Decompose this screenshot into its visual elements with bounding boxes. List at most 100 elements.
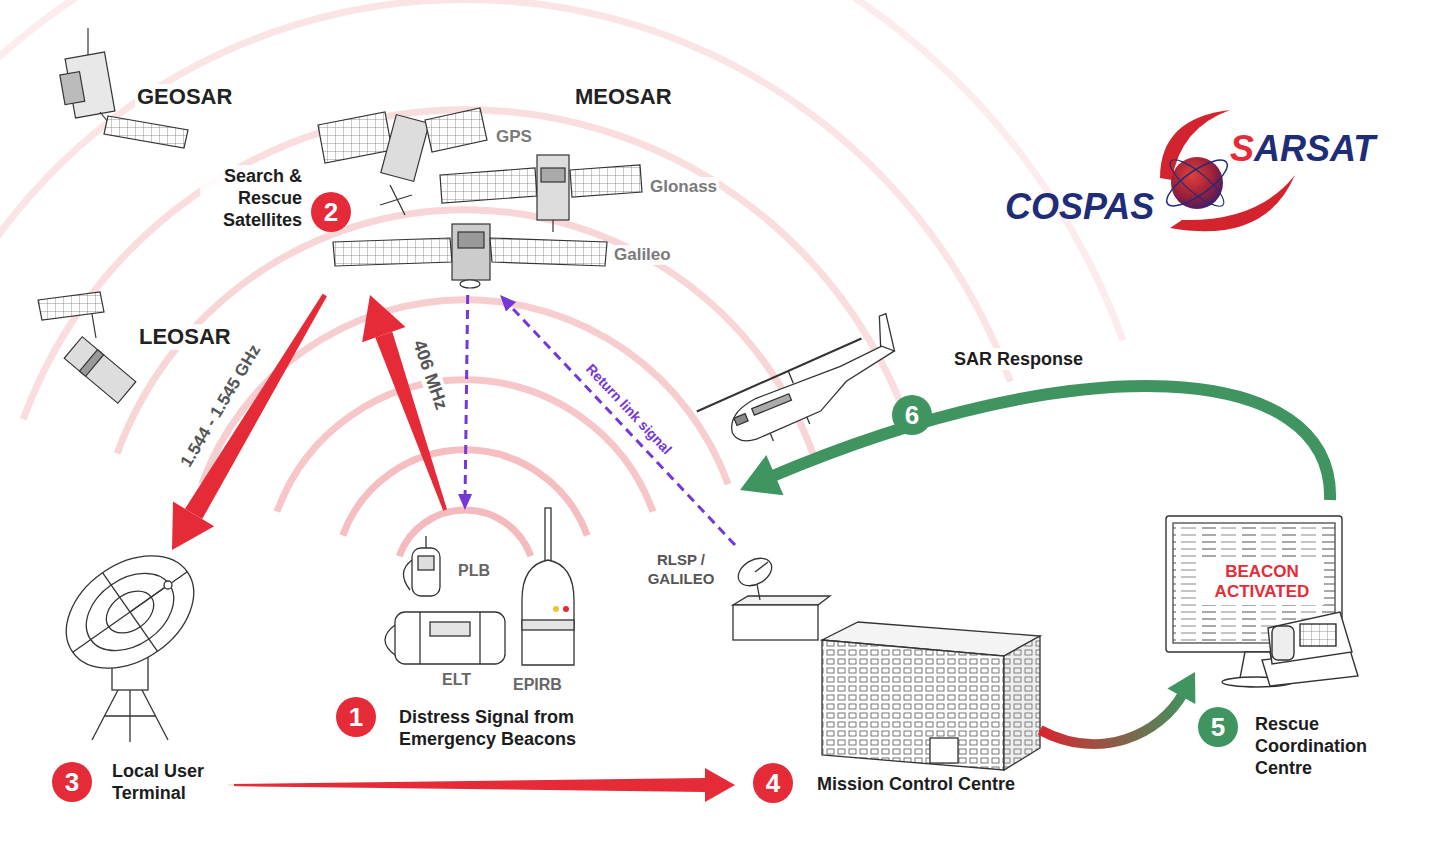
arrowhead: [500, 295, 516, 312]
return-link-arrow: [500, 295, 735, 545]
glonass-satellite-part: [552, 220, 553, 232]
signal-label: 1.544 - 1.545 GHz: [175, 339, 267, 474]
leosar-satellite-part: [64, 337, 136, 403]
logo-text: SARSAT: [1228, 128, 1377, 170]
helicopter-part: [870, 314, 900, 356]
node-heading: Local User Terminal: [110, 760, 234, 804]
callout-number: 4: [753, 763, 793, 803]
cospas-sarsat-logo-part: [1161, 153, 1234, 214]
glonass-satellite: [440, 155, 642, 232]
glonass-satellite-part: [537, 155, 569, 220]
rlsp-station-part: [733, 553, 776, 592]
galileo-satellite-part: [458, 232, 484, 248]
arrowhead: [458, 494, 472, 510]
data-flow-arrow: [228, 768, 735, 802]
rlsp-station: RLSP / GALILEO: [640, 545, 790, 640]
galileo-satellite-part: [490, 238, 607, 266]
local-user-terminal: 3Local User Terminal: [45, 550, 228, 815]
node-heading: SAR Response: [952, 348, 1085, 370]
screen-message: BEACON ACTIVATED: [1200, 559, 1324, 605]
arrowhead: [740, 455, 784, 495]
rlsp-station-part: [733, 605, 818, 640]
lut-antenna-part: [72, 557, 188, 666]
beacon-name: EPIRB: [511, 676, 564, 694]
lut-antenna-part: [104, 715, 156, 716]
plb-device: [403, 536, 440, 596]
epirb-device-part: [553, 606, 559, 612]
glonass-satellite-part: [570, 165, 642, 197]
radio-waves-part: [23, 110, 907, 420]
sar-response: 6SAR Response: [700, 330, 885, 490]
satellite-system-name: GEOSAR: [135, 84, 234, 110]
rlsp-station-part: [757, 584, 760, 600]
satellite-system-name: MEOSAR: [573, 84, 674, 110]
cospas-sarsat-logo-part: [1165, 153, 1230, 212]
arrowhead: [362, 295, 405, 342]
lut-antenna-part: [92, 690, 118, 740]
lut-antenna-part: [142, 690, 168, 740]
gps-satellite-part: [380, 195, 412, 205]
helicopter-part: [807, 417, 810, 424]
node-heading: Mission Control Centre: [815, 773, 1017, 795]
logo-text: COSPAS: [1003, 186, 1156, 228]
node-heading: Search & Rescue Satellites: [200, 165, 304, 231]
galileo-satellite-part: [333, 238, 452, 266]
sar-response-arrow: [740, 386, 1330, 500]
constellation-name: Glonass: [648, 177, 719, 197]
galileo-satellite-part: [452, 224, 490, 280]
elt-device-part: [479, 612, 480, 664]
return-link-arrow-line: [465, 295, 468, 494]
mcc-building-part: [1004, 636, 1040, 770]
sar-response-arrow-line: [770, 386, 1330, 500]
callout-number: 1: [336, 697, 376, 737]
radio-waves-part: [0, 0, 1010, 382]
lut-antenna-part: [164, 581, 172, 589]
beacons-group: 1 Distress Signal from Emergency Beacons: [335, 510, 635, 760]
plb-device-part: [403, 560, 412, 590]
data-flow-arrow-body: [228, 778, 705, 792]
leosar-satellite: [38, 292, 136, 403]
lut-antenna-part: [73, 572, 188, 652]
elt-device-part: [430, 622, 470, 636]
satellites-group: 2Search & Rescue Satellites: [195, 160, 700, 295]
galileo-satellite-part: [460, 280, 480, 288]
elt-device-part: [385, 625, 395, 655]
rcc-workstation-part: [1268, 612, 1352, 664]
arrowhead: [1167, 672, 1195, 704]
geosar-satellite-part: [87, 28, 88, 58]
epirb-device-part: [522, 560, 574, 665]
rcc-workstation-part: [1272, 626, 1294, 660]
radio-waves: [0, 0, 1123, 556]
mcc-building-part: [930, 738, 958, 763]
alert-arrow-line: [1040, 693, 1184, 744]
elt-device-part: [395, 612, 505, 664]
glonass-satellite-part: [541, 168, 565, 182]
rlsp-station-part: [755, 562, 768, 572]
helicopter-part: [752, 394, 792, 415]
helicopter-part: [734, 414, 748, 426]
uplink-arrow-body: [375, 332, 447, 511]
plb-device-part: [425, 536, 426, 548]
constellation-name: GPS: [494, 127, 534, 147]
gps-satellite-part: [318, 112, 392, 163]
geosar-satellite-part: [60, 72, 85, 105]
rlsp-station-part: [733, 596, 830, 605]
beacon-name: PLB: [456, 562, 492, 580]
lut-antenna-part: [45, 533, 215, 692]
geosar-satellite-part: [104, 116, 188, 148]
node-heading: RLSP / GALILEO: [640, 550, 722, 588]
galileo-satellite: [333, 224, 607, 288]
helicopter-part: [788, 371, 793, 383]
callout-number: 3: [52, 762, 92, 802]
screen-text: BEACON ACTIVATED: [1203, 562, 1321, 602]
lut-antenna: [45, 533, 215, 742]
alert-arrow: [1040, 672, 1195, 744]
mission-control-centre: 4 Mission Control Centre: [735, 645, 1040, 810]
epirb-device-part: [545, 508, 551, 562]
node-heading: Distress Signal from Emergency Beacons: [397, 706, 626, 750]
arrowhead: [705, 768, 735, 802]
gps-satellite-part: [381, 115, 429, 182]
satellite-system-name: LEOSAR: [137, 324, 233, 350]
glonass-satellite-part: [440, 168, 537, 203]
lut-antenna-part: [130, 585, 168, 612]
